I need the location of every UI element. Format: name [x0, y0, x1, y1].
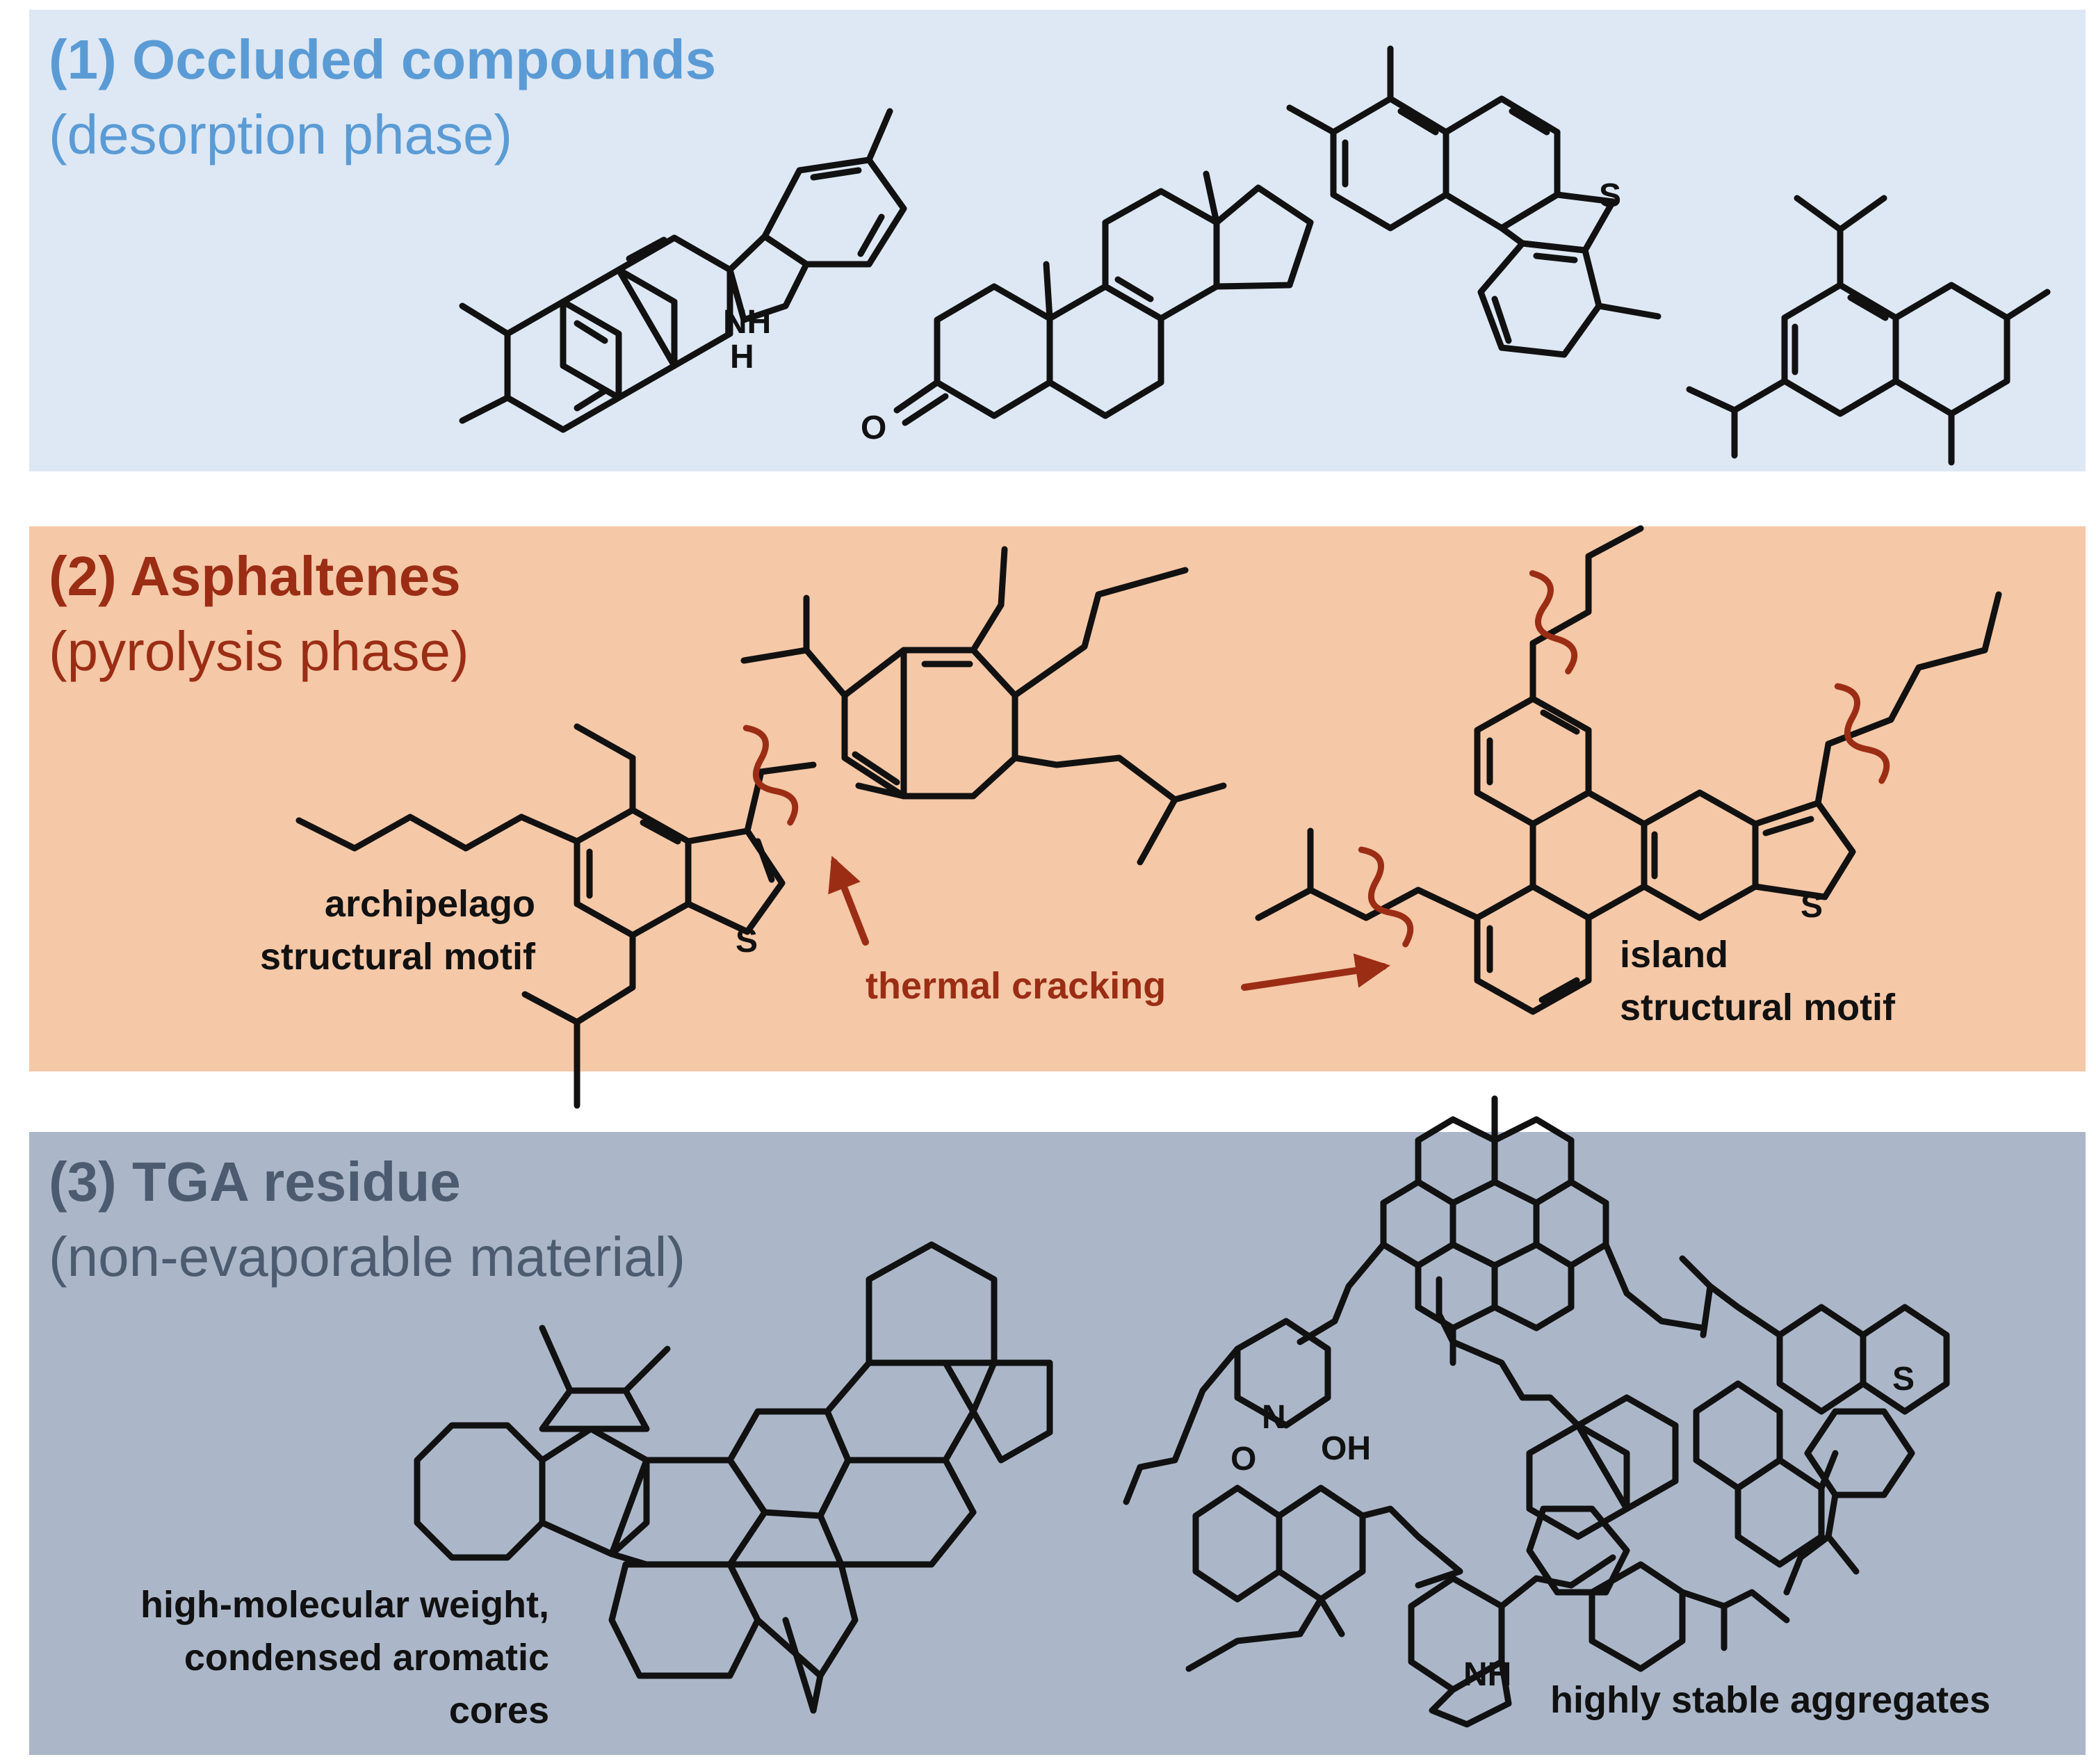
atom-h: H	[730, 339, 754, 375]
atom-nh: NH	[723, 304, 772, 341]
caption-island-line1: island	[1620, 934, 1729, 976]
panel-1-subtitle: (desorption phase)	[49, 104, 513, 165]
caption-archipelago-line2: structural motif	[259, 936, 535, 978]
atom-o: O	[861, 410, 887, 446]
molecule-dimethylbenzonaphthothiophene	[1286, 45, 1662, 358]
cleavage-mark-2	[1529, 570, 1578, 674]
molecule-archipelago	[295, 546, 1227, 1109]
caption-residue-left-line2: condensed aromatic	[184, 1637, 549, 1678]
caption-thermal-cracking: thermal cracking	[866, 965, 1167, 1007]
caption-island-line2: structural motif	[1620, 987, 1896, 1028]
atom-s: S	[1892, 1361, 1915, 1398]
caption-residue-left-line1: high-molecular weight,	[140, 1584, 549, 1626]
molecule-condensed-aromatic-core	[414, 1241, 1053, 1714]
arrow-to-island	[1241, 953, 1390, 991]
panel-3-title: (3) TGA residue	[49, 1151, 461, 1213]
cleavage-mark-1	[742, 725, 799, 826]
molecule-steroid-ketone	[893, 170, 1314, 426]
caption-archipelago-line1: archipelago	[324, 883, 535, 925]
molecule-methylbenzocarbazole	[459, 108, 907, 433]
atom-s: S	[1801, 888, 1823, 925]
caption-residue-right: highly stable aggregates	[1550, 1679, 1991, 1721]
panel-asphaltenes: (2) Asphaltenes (pyrolysis phase)	[29, 526, 2086, 1071]
atom-n: N	[1262, 1399, 1286, 1436]
molecule-diisopropyltetralin	[1686, 195, 2051, 466]
atom-oh: OH	[1321, 1430, 1371, 1467]
atom-s: S	[1599, 177, 1622, 214]
atom-o: O	[1230, 1441, 1257, 1478]
arrow-to-archipelago	[828, 855, 869, 946]
atom-s: S	[736, 923, 758, 960]
panel-tga-residue: (3) TGA residue (non-evaporable material…	[29, 1132, 2086, 1755]
cleavage-mark-3	[1834, 683, 1890, 784]
panel-1-title: (1) Occluded compounds	[49, 29, 717, 90]
molecule-island	[1255, 525, 2002, 1015]
panel-3-subtitle: (non-evaporable material)	[49, 1226, 686, 1288]
panel-2-title: (2) Asphaltenes	[49, 545, 461, 607]
atom-nh: NH	[1463, 1656, 1512, 1693]
molecule-aggregate	[1123, 1095, 1950, 1728]
cleavage-mark-4	[1358, 846, 1414, 948]
caption-residue-left-line3: cores	[448, 1690, 549, 1731]
panel-occluded-compounds: (1) Occluded compounds (desorption phase…	[29, 10, 2086, 471]
panel-2-subtitle: (pyrolysis phase)	[49, 620, 469, 682]
